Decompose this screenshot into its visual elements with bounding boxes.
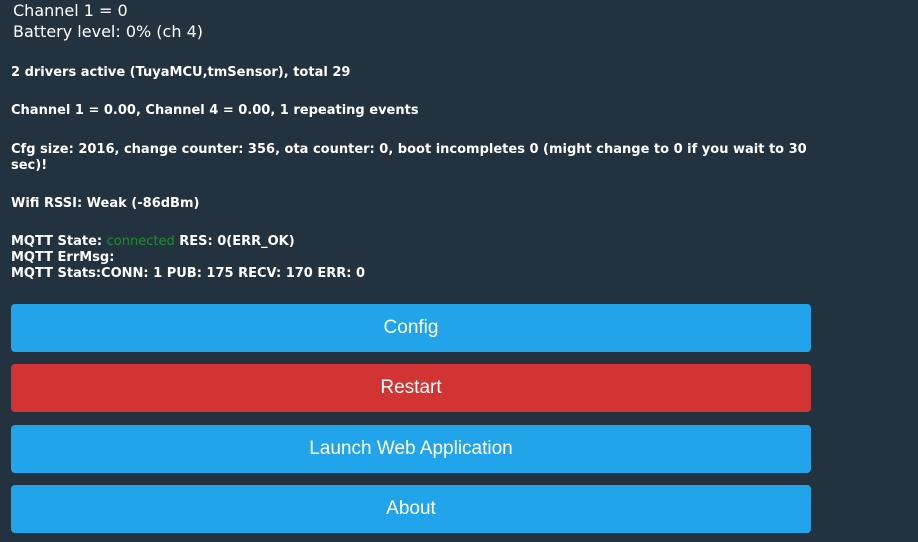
mqtt-errmsg: MQTT ErrMsg: [11,250,115,265]
mqtt-status: MQTT State: connected RES: 0(ERR_OK) MQT… [11,234,811,282]
mqtt-stats: MQTT Stats:CONN: 1 PUB: 175 RECV: 170 ER… [11,266,366,281]
cfg-info: Cfg size: 2016, change counter: 356, ota… [11,142,807,173]
launch-web-app-button[interactable]: Launch Web Application [11,425,811,473]
mqtt-state-label: MQTT State: [11,234,107,249]
config-button[interactable]: Config [11,304,811,352]
restart-button[interactable]: Restart [11,364,811,412]
about-button[interactable]: About [11,485,811,533]
channel-status: Channel 1 = 0 [13,1,128,20]
mqtt-res: RES: 0(ERR_OK) [174,234,295,249]
wifi-rssi: Wifi RSSI: Weak (-86dBm) [11,196,200,211]
mqtt-state-line: MQTT State: connected RES: 0(ERR_OK) [11,234,811,250]
drivers-info: 2 drivers active (TuyaMCU,tmSensor), tot… [11,65,351,80]
channels-info: Channel 1 = 0.00, Channel 4 = 0.00, 1 re… [11,103,419,118]
mqtt-connected-badge: connected [106,234,175,249]
battery-status: Battery level: 0% (ch 4) [13,22,203,41]
